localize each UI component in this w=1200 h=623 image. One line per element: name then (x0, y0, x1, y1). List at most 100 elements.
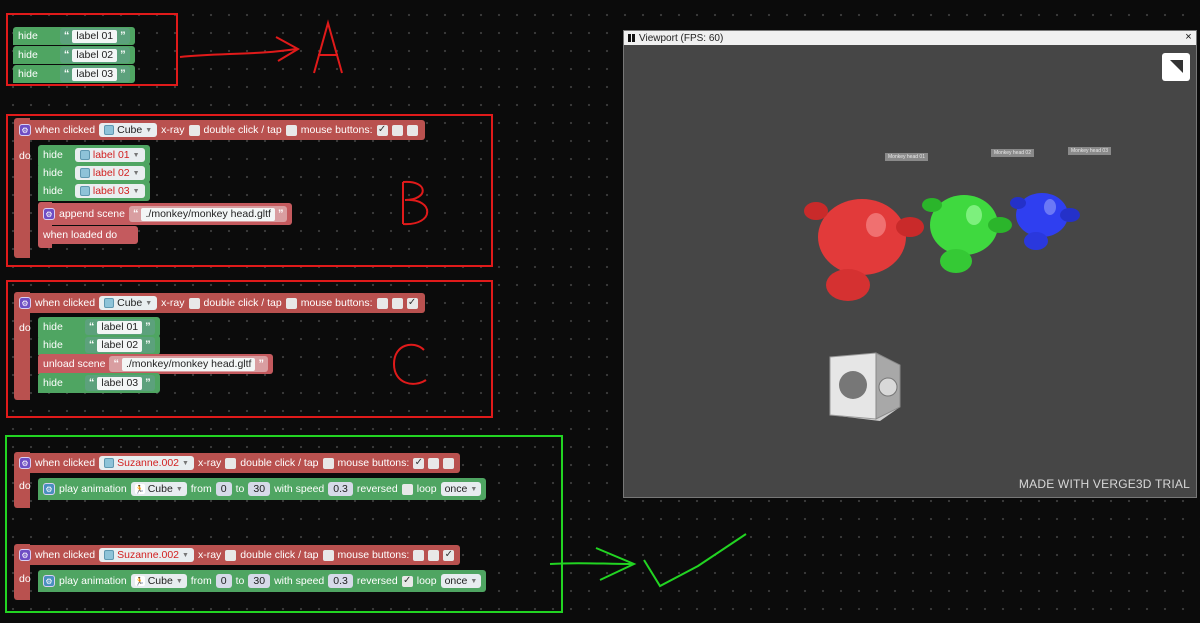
monkey-head-blue[interactable] (1010, 193, 1080, 250)
viewport-window[interactable]: Viewport (FPS: 60) × Monkey head 01 Monk… (623, 30, 1197, 498)
string-field[interactable]: “label 01” (59, 28, 130, 44)
reversed-checkbox[interactable]: ✓ (401, 575, 413, 587)
loop-dropdown[interactable]: once▼ (440, 574, 482, 588)
label-text[interactable]: label 02 (72, 48, 118, 62)
scene-path-field[interactable]: “./monkey/monkey head.gltf” (128, 206, 288, 222)
gear-icon[interactable]: ⚙ (19, 124, 31, 136)
hide-block[interactable]: hide “label 01” (38, 317, 160, 337)
hide-block[interactable]: hide “label 03” (13, 65, 135, 83)
annotation-label: Monkey head 02 (991, 149, 1034, 157)
label-text[interactable]: label 01 (72, 29, 118, 43)
dblclick-checkbox[interactable] (285, 124, 297, 136)
mouse-left-checkbox[interactable]: ✓ (376, 124, 388, 136)
hide-block[interactable]: hide “label 03” (38, 373, 160, 393)
gear-icon[interactable]: ⚙ (19, 457, 31, 469)
when-clicked-header[interactable]: ⚙ when clicked Suzanne.002▼ x-ray double… (14, 453, 460, 473)
animation-object-dropdown[interactable]: 🏃Cube▼ (130, 482, 187, 496)
mouse-right-checkbox[interactable]: ✓ (443, 549, 455, 561)
mouse-middle-checkbox[interactable] (428, 457, 440, 469)
string-field[interactable]: “label 02” (59, 47, 130, 63)
mouse-left-checkbox[interactable] (413, 549, 425, 561)
to-input[interactable]: 30 (248, 574, 271, 588)
xray-checkbox[interactable] (225, 549, 237, 561)
label-text[interactable]: label 03 (97, 376, 143, 390)
label-text[interactable]: label 02 (97, 338, 143, 352)
gear-icon[interactable]: ⚙ (43, 208, 55, 220)
object-name: Cube (117, 297, 143, 309)
speed-input[interactable]: 0.3 (328, 574, 353, 588)
hide-label: hide (43, 339, 63, 351)
xray-checkbox[interactable] (188, 124, 200, 136)
dblclick-label: double click / tap (240, 457, 319, 469)
monkey-heads[interactable] (804, 165, 1104, 305)
fullscreen-button[interactable] (1162, 53, 1190, 81)
gear-icon[interactable]: ⚙ (19, 549, 31, 561)
mouse-right-checkbox[interactable]: ✓ (406, 297, 418, 309)
running-figure-icon: 🏃 (134, 576, 145, 586)
dblclick-checkbox[interactable] (285, 297, 297, 309)
speed-input[interactable]: 0.3 (328, 482, 353, 496)
close-icon[interactable]: × (1185, 31, 1192, 43)
monkey-head-green[interactable] (922, 195, 1012, 273)
object-dropdown[interactable]: Suzanne.002▼ (99, 456, 194, 470)
object-dropdown[interactable]: Cube▼ (99, 123, 158, 137)
hide-block[interactable]: hide label 02▼ (38, 163, 150, 183)
pause-icon[interactable] (628, 34, 635, 42)
object-dropdown[interactable]: label 03▼ (74, 184, 145, 198)
unload-scene-block[interactable]: unload scene “./monkey/monkey head.gltf” (38, 354, 273, 374)
dblclick-checkbox[interactable] (322, 549, 334, 561)
to-input[interactable]: 30 (248, 482, 271, 496)
hide-block[interactable]: hide label 01▼ (38, 145, 150, 165)
animation-object-dropdown[interactable]: 🏃Cube▼ (130, 574, 187, 588)
mouse-left-checkbox[interactable] (376, 297, 388, 309)
gear-icon[interactable]: ⚙ (43, 483, 55, 495)
mouse-middle-checkbox[interactable] (391, 124, 403, 136)
dblclick-checkbox[interactable] (322, 457, 334, 469)
gear-icon[interactable]: ⚙ (43, 575, 55, 587)
mouse-right-checkbox[interactable] (443, 457, 455, 469)
mouse-left-checkbox[interactable]: ✓ (413, 457, 425, 469)
when-clicked-header[interactable]: ⚙ when clicked Cube▼ x-ray double click … (14, 120, 425, 140)
gear-icon[interactable]: ⚙ (19, 297, 31, 309)
xray-checkbox[interactable] (188, 297, 200, 309)
label-text[interactable]: label 03 (72, 67, 118, 81)
xray-checkbox[interactable] (225, 457, 237, 469)
string-field[interactable]: “label 03” (59, 66, 130, 82)
object-dropdown[interactable]: Cube▼ (99, 296, 158, 310)
play-animation-block[interactable]: ⚙ play animation 🏃Cube▼ from 0 to 30 wit… (38, 570, 487, 592)
scene-path-text[interactable]: ./monkey/monkey head.gltf (141, 207, 275, 221)
label-text[interactable]: label 01 (97, 320, 143, 334)
object-dropdown[interactable]: label 02▼ (74, 166, 145, 180)
hide-block[interactable]: hide label 03▼ (38, 181, 150, 201)
append-scene-block[interactable]: ⚙ append scene “./monkey/monkey head.glt… (38, 203, 293, 225)
scene-path-field[interactable]: “./monkey/monkey head.gltf” (109, 356, 268, 372)
xray-label: x-ray (161, 297, 185, 309)
reversed-checkbox[interactable] (401, 483, 413, 495)
object-dropdown[interactable]: Suzanne.002▼ (99, 548, 194, 562)
viewport-titlebar[interactable]: Viewport (FPS: 60) (624, 31, 1196, 45)
chevron-down-icon: ▼ (470, 577, 478, 585)
string-field[interactable]: “label 01” (84, 319, 155, 335)
mouse-right-checkbox[interactable] (406, 124, 418, 136)
cube-object[interactable] (824, 345, 904, 425)
object-dropdown[interactable]: label 01▼ (74, 148, 145, 162)
play-animation-block[interactable]: ⚙ play animation 🏃Cube▼ from 0 to 30 wit… (38, 478, 487, 500)
hide-block[interactable]: hide “label 01” (13, 27, 135, 45)
hide-block[interactable]: hide “label 02” (13, 46, 135, 64)
from-input[interactable]: 0 (215, 482, 232, 496)
chevron-down-icon: ▼ (132, 169, 140, 177)
when-clicked-header[interactable]: ⚙ when clicked Suzanne.002▼ x-ray double… (14, 545, 460, 565)
monkey-head-red[interactable] (804, 199, 924, 301)
mouse-middle-checkbox[interactable] (391, 297, 403, 309)
string-field[interactable]: “label 02” (84, 337, 155, 353)
hide-block[interactable]: hide “label 02” (38, 335, 160, 355)
from-input[interactable]: 0 (215, 574, 232, 588)
hide-label: hide (18, 68, 38, 80)
string-field[interactable]: “label 03” (84, 375, 155, 391)
viewport-canvas[interactable]: Monkey head 01 Monkey head 02 Monkey hea… (624, 45, 1196, 497)
scene-path-text[interactable]: ./monkey/monkey head.gltf (121, 357, 256, 371)
mouse-middle-checkbox[interactable] (428, 549, 440, 561)
when-clicked-header[interactable]: ⚙ when clicked Cube▼ x-ray double click … (14, 293, 425, 313)
to-label: to (235, 483, 245, 495)
loop-dropdown[interactable]: once▼ (440, 482, 482, 496)
